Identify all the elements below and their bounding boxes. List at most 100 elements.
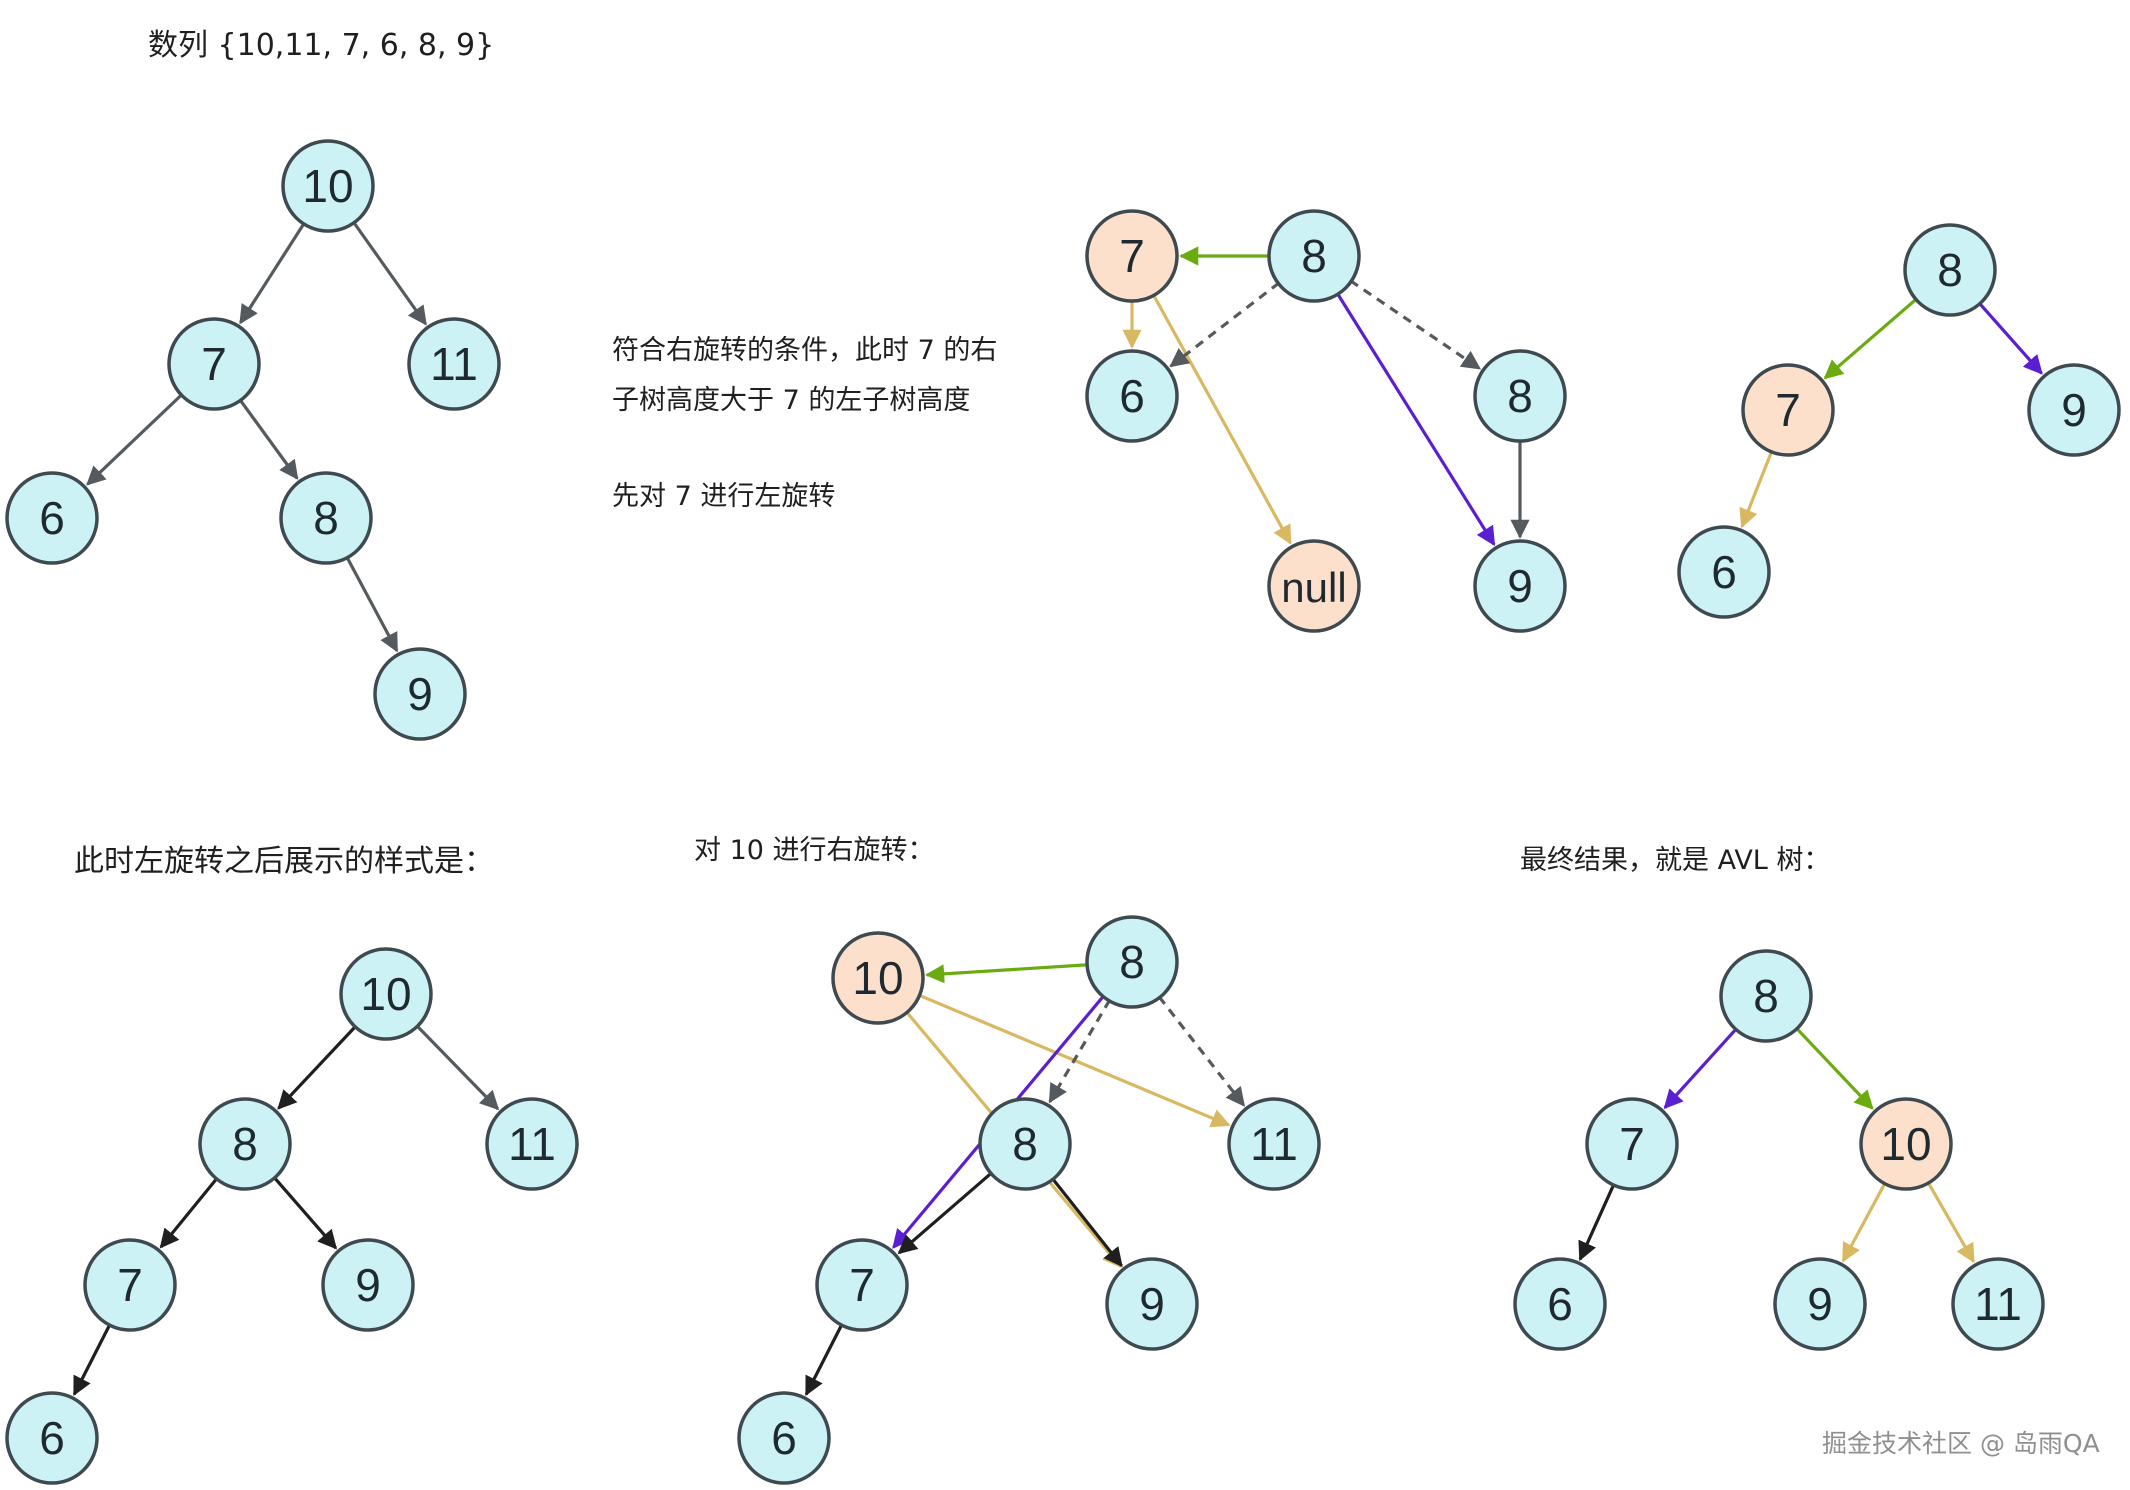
tree-node-f11: 11 [1951,1257,2045,1351]
edge-d10-to-d8 [277,1025,357,1110]
node-label: null [1281,564,1346,611]
node-circle [1677,525,1771,619]
edge-b8-to-b6 [1169,281,1281,368]
after-left-rotate-caption: 此时左旋转之后展示的样式是： [74,844,494,879]
edge-f8-to-f7 [1663,1027,1738,1110]
tree-node-bnull: null [1267,539,1361,633]
node-label: 9 [2061,384,2087,436]
node-label: 7 [1775,384,1801,436]
watermark: 掘金技术社区 @ 岛雨QA [1822,1429,2100,1458]
tree-node-e8b: 8 [978,1097,1072,1191]
node-label: 8 [1507,370,1533,422]
final-result-caption: 最终结果，就是 AVL 树： [1520,845,1831,876]
edge-b8-to-b8b [1349,279,1482,370]
node-circle [1473,539,1567,633]
edge-d7-to-d6 [72,1323,112,1397]
tree-node-a7: 7 [167,317,261,411]
edge-c8-to-c7 [1823,297,1918,380]
tree-node-b7: 7 [1085,209,1179,303]
edge-e8b-to-e7 [897,1171,993,1255]
node-label: 9 [1139,1278,1165,1330]
node-circle [83,1238,177,1332]
node-circle [831,931,925,1025]
edge-f10-to-f11 [1926,1181,1975,1264]
node-label: 11 [1250,1118,1298,1170]
node-circle [815,1238,909,1332]
node-circle [1773,1257,1867,1351]
node-circle [1267,539,1361,633]
node-circle [407,317,501,411]
node-circle [1741,363,1835,457]
tree-node-e10: 10 [831,931,925,1025]
tree-node-f9: 9 [1773,1257,1867,1351]
node-circle [737,1391,831,1485]
node-circle [373,647,467,741]
node-label: 7 [1119,230,1145,282]
node-label: 10 [302,160,353,212]
edge-a10-to-a7 [239,222,306,325]
node-circle [1513,1257,1607,1351]
node-circle [321,1238,415,1332]
edge-e8-to-e8b [1048,999,1112,1104]
edge-a8-to-a9 [345,556,399,653]
tree-node-c9: 9 [2027,363,2121,457]
node-label: 9 [407,668,433,720]
tree-node-d6: 6 [5,1391,99,1485]
tree-node-d8: 8 [198,1097,292,1191]
node-label: 8 [1937,244,1963,296]
tree-node-c6: 6 [1677,525,1771,619]
node-label: 6 [771,1412,797,1464]
node-label: 11 [508,1118,556,1170]
node-circle [978,1097,1072,1191]
node-circle [1903,223,1997,317]
edge-c8-to-c9 [1978,301,2043,375]
edge-a7-to-a8 [238,398,299,480]
edge-e8-to-e11 [1157,995,1246,1107]
node-label: 8 [1012,1118,1038,1170]
tree-node-d10: 10 [339,947,433,1041]
node-label: 8 [1301,230,1327,282]
edge-f8-to-f10 [1795,1026,1874,1110]
node-label: 9 [1507,560,1533,612]
tree-node-d9: 9 [321,1238,415,1332]
node-label: 11 [430,338,478,390]
tree-node-d11: 11 [485,1097,579,1191]
node-label: 6 [39,492,65,544]
node-circle [1085,349,1179,443]
node-label: 11 [1974,1278,2022,1330]
node-label: 8 [1753,970,1779,1022]
node-circle [1085,915,1179,1009]
node-circle [279,471,373,565]
sequence-caption: 数列 {10,11, 7, 6, 8, 9} [148,28,495,63]
left-rotate-caption: 先对 7 进行左旋转 [612,481,836,512]
edge-a10-to-a11 [352,221,427,326]
tree-node-a8: 8 [279,471,373,565]
tree-node-c8: 8 [1903,223,1997,317]
node-label: 7 [117,1259,143,1311]
edge-b7-to-bnull [1151,293,1292,545]
edge-b8-to-b9 [1335,292,1496,547]
tree-node-a11: 11 [407,317,501,411]
tree-node-b8: 8 [1267,209,1361,303]
edge-e8b-to-e9 [1051,1177,1123,1268]
tree-node-f10: 10 [1859,1097,1953,1191]
edge-d10-to-d11 [415,1024,500,1111]
edge-e8-to-e10 [924,963,1089,984]
node-label: 9 [355,1259,381,1311]
edge-a7-to-a6 [86,393,184,486]
tree-node-c7: 7 [1741,363,1835,457]
node-circle [339,947,433,1041]
condition-caption-line2: 子树高度大于 7 的左子树高度 [612,385,971,416]
node-label: 9 [1807,1278,1833,1330]
tree-node-e6: 6 [737,1391,831,1485]
tree-node-f7: 7 [1585,1097,1679,1191]
node-circle [1585,1097,1679,1191]
node-circle [1085,209,1179,303]
node-label: 6 [1547,1278,1573,1330]
node-circle [1105,1257,1199,1351]
node-label: 10 [360,968,411,1020]
node-circle [1859,1097,1953,1191]
edge-f10-to-f9 [1841,1182,1887,1263]
